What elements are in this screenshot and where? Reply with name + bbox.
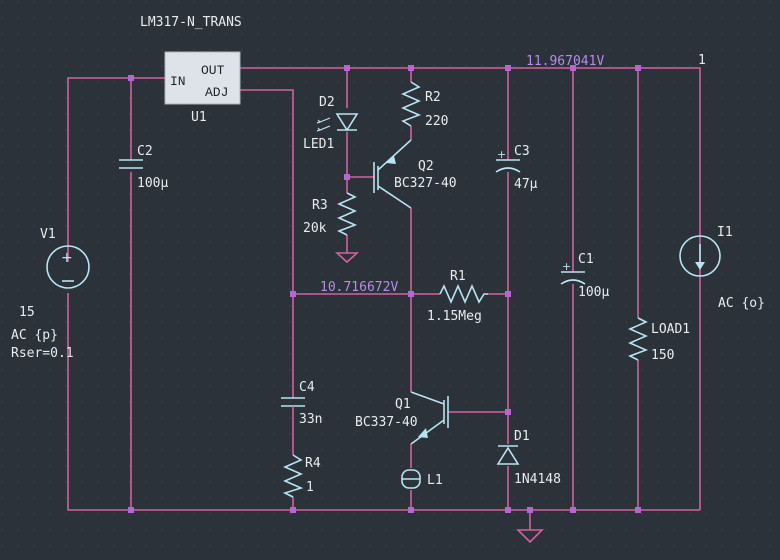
d2-value: LED1 [303,137,334,152]
v1-symbol [46,245,90,289]
v1-voltage-source[interactable]: + [46,245,90,289]
q2-collector [377,185,412,209]
d2-ref: D2 [319,95,335,110]
led-emission-icon [316,117,331,132]
q1-ref: Q1 [395,397,411,412]
ground-icon [516,529,544,544]
i1-current-source[interactable] [679,235,721,277]
load1-resistor[interactable] [628,317,649,361]
c2-value: 100µ [137,176,168,191]
v1-rser: Rser=0.1 [11,346,74,361]
wire-output-bus [240,67,701,510]
r1-value: 1.15Meg [427,309,482,324]
wire-ground-bus [67,293,700,511]
r2-ref: R2 [425,90,441,105]
c3-plus-icon: + [497,148,506,161]
c3-capacitor[interactable]: + [495,148,521,173]
d2-led[interactable] [316,113,359,132]
r4-value: 1 [306,480,314,495]
load1-ref: LOAD1 [651,322,690,337]
c2-capacitor[interactable] [119,159,143,169]
q2-value: BC327-40 [394,176,457,191]
u1-pin-out: OUT [201,63,225,78]
q1-value: BC337-40 [355,415,418,430]
q2-emitter [377,139,412,171]
c2-ref: C2 [137,144,153,159]
c1-capacitor[interactable]: + [560,260,586,285]
c1-plus-icon: + [562,260,571,273]
r1-ref: R1 [450,269,466,284]
q1-emitter [410,419,445,445]
c4-ref: C4 [299,380,315,395]
c1-value: 100µ [578,285,609,300]
q1-collector [410,391,445,405]
c3-value: 47µ [514,177,538,192]
u1-regulator[interactable]: IN OUT ADJ [164,51,241,105]
q2-ref: Q2 [418,159,434,174]
q1-npn-transistor[interactable] [410,391,449,445]
l1-ref: L1 [427,473,443,488]
l1-inductor[interactable] [401,469,421,489]
d1-ref: D1 [514,429,530,444]
r3-resistor[interactable] [337,192,358,236]
r4-resistor[interactable] [282,454,304,498]
r3-value: 20k [303,221,327,236]
r4-ref: R4 [305,456,321,471]
junction-nodes [128,65,641,513]
ground-icon-r3 [334,252,360,264]
wires [67,67,701,530]
i1-value: AC {o} [718,296,765,311]
v1-value: 15 [19,305,35,320]
d1-diode[interactable] [496,445,520,465]
q2-pnp-transistor[interactable] [373,139,412,209]
u1-ref: U1 [191,110,207,125]
net-label: 1 [698,53,706,68]
voltage-out: 11.967041V [526,54,604,69]
u1-pin-adj: ADJ [205,85,228,100]
r2-resistor[interactable] [401,81,422,127]
r3-ref: R3 [312,198,328,213]
load1-value: 150 [651,348,674,363]
schematic-title: LM317-N_TRANS [140,15,242,30]
c1-ref: C1 [578,252,594,267]
d2-triangle [335,113,359,132]
d1-value: 1N4148 [514,472,561,487]
voltage-adj: 10.716672V [320,280,398,295]
u1-pin-in: IN [170,74,186,89]
c3-ref: C3 [514,144,530,159]
v1-ref: V1 [40,227,56,242]
v1-ac: AC {p} [11,328,58,343]
i1-ref: I1 [717,225,733,240]
u1-body [164,51,241,105]
c4-value: 33n [299,412,322,427]
r2-value: 220 [425,114,448,129]
v1-plus-icon: + [61,250,73,266]
r1-resistor[interactable] [439,284,488,304]
